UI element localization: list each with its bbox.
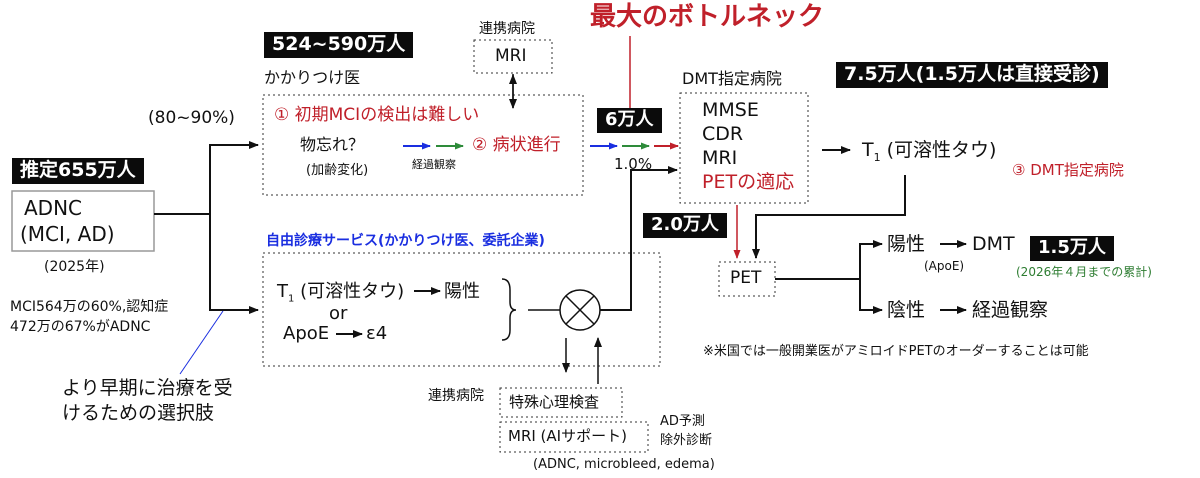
gp-item2: ② 病状進行 [472, 135, 561, 155]
apoe-label: (ApoE) [924, 259, 965, 273]
aging-label: (加齢変化) [306, 163, 369, 178]
population-range-badge: 524~590万人 [264, 32, 414, 58]
arrow-to-negative [859, 279, 883, 314]
arrow-to-positive [859, 240, 883, 279]
e4-label: ε4 [366, 323, 388, 344]
adnc-box [11, 190, 155, 252]
pct-80-90: (80~90%) [148, 108, 235, 128]
dmt-count-badge: 7.5万人(1.5万人は直接受診) [836, 62, 1108, 88]
dmt-box [679, 92, 809, 204]
early-option-line1: より早期に治療を受 [62, 377, 233, 399]
year-label: (2025年) [44, 259, 105, 275]
count-15-badge: 1.5万人 [1030, 236, 1114, 261]
cdr-label: CDR [702, 123, 744, 145]
combine-x2 [565, 295, 595, 325]
brace [501, 278, 517, 341]
ad-predict-label: AD予測 [660, 414, 705, 429]
dmt-mri-label: MRI [702, 147, 738, 169]
one-pct-label: 1.0% [614, 155, 653, 173]
mri-top-label: MRI [495, 46, 527, 66]
mri-ai-label: MRI (AIサポート) [508, 427, 627, 445]
six-man-badge: 6万人 [597, 108, 662, 133]
free-positive-label: 陽性 [444, 281, 480, 302]
gp-observation-label: 経過観察 [412, 158, 456, 171]
arrow-t1-to-pet [752, 175, 906, 259]
estimate-badge: 推定655万人 [12, 158, 144, 184]
special-test-box [499, 387, 623, 418]
negative-observation-label: 経過観察 [972, 299, 1049, 321]
mci-ad-label: (MCI, AD) [20, 222, 115, 246]
pet-label: PET [730, 268, 762, 288]
free-t1-label: T1 (可溶性タウ) [277, 281, 405, 305]
arrow-to-gp [154, 141, 259, 215]
renkei-top-label: 連携病院 [479, 21, 535, 37]
dmt-label: DMT [972, 233, 1015, 255]
exclusion-label: 除外診断 [660, 433, 713, 448]
gp-box [262, 94, 584, 196]
pet-indication-label: PETの適応 [702, 171, 795, 193]
positive-label: 陽性 [887, 233, 926, 255]
forgetful-label: 物忘れ？ [300, 135, 365, 154]
gp-item1: ① 初期MCIの検出は難しい [274, 105, 480, 125]
mri-ai-box [499, 421, 649, 453]
special-test-label: 特殊心理検査 [509, 393, 600, 411]
arrow-to-free [209, 214, 259, 314]
bottleneck-title: 最大のボトルネック [590, 2, 825, 32]
free-service-title: 自由診療サービス(かかりつけ医、委託企業) [266, 233, 545, 249]
renkei-bottom-label: 連携病院 [428, 388, 484, 404]
adnc-label: ADNC [24, 196, 83, 220]
early-option-line2: けるための選択肢 [62, 402, 215, 424]
cumulative-label: (2026年４月までの累計) [1016, 265, 1152, 279]
blue-pointer [179, 310, 224, 375]
dmt-label-3: ③ DMT指定病院 [1012, 161, 1124, 179]
dmt-hospital-label: DMT指定病院 [682, 69, 782, 88]
mci-note-line2: 472万の67%がADNC [10, 319, 151, 335]
mri-top-box [473, 39, 553, 74]
mci-note-line1: MCI564万の60%,認知症 [10, 299, 169, 315]
us-note: ※米国では一般開業医がアミロイドPETのオーダーすることは可能 [703, 344, 1089, 359]
two-man-badge: 2.0万人 [643, 213, 727, 238]
or-label: or [329, 303, 348, 324]
negative-label: 陰性 [887, 299, 926, 321]
t1-tau-label: T1 (可溶性タウ) [862, 139, 997, 164]
kakaritsuke-label: かかりつけ医 [264, 68, 361, 87]
free-apoe-label: ApoE [283, 323, 330, 344]
arrow-circle-to-dmt [600, 166, 678, 311]
findings-label: (ADNC, microbleed, edema) [533, 457, 715, 472]
mmse-label: MMSE [702, 99, 759, 121]
